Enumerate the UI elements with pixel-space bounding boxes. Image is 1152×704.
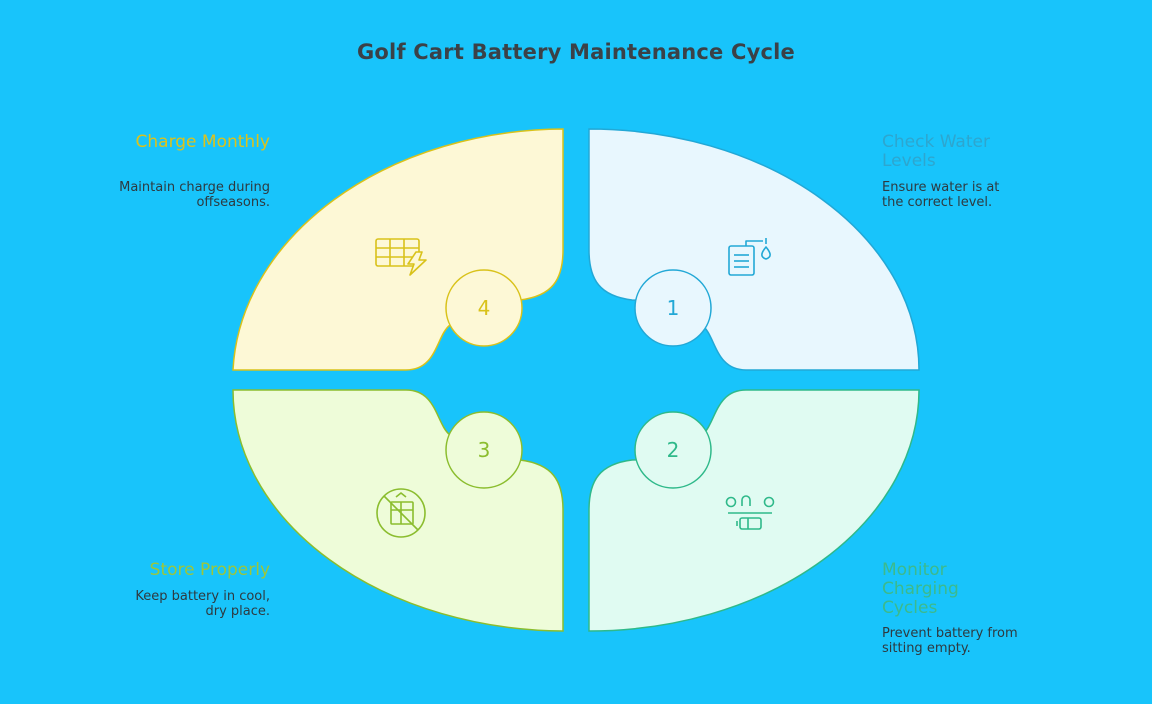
battery-water-icon <box>728 238 771 276</box>
step-4-badge: 4 <box>445 269 523 347</box>
no-storage-icon <box>376 488 426 538</box>
quadrant-2 <box>588 389 920 632</box>
charging-cycle-icon <box>725 495 775 530</box>
step-1-description: Ensure water is at the correct level. <box>882 180 1000 210</box>
step-4-description: Maintain charge during offseasons. <box>119 180 270 210</box>
step-3-number: 3 <box>478 438 491 462</box>
step-4-number: 4 <box>478 296 491 320</box>
diagram-title: Golf Cart Battery Maintenance Cycle <box>356 40 795 64</box>
step-4-label: Charge Monthly <box>135 132 270 152</box>
step-3-description: Keep battery in cool, dry place. <box>135 589 270 619</box>
step-2-description: Prevent battery from sitting empty. <box>882 626 1018 656</box>
step-2-badge: 2 <box>634 411 712 489</box>
step-1-badge: 1 <box>634 269 712 347</box>
quadrant-4 <box>232 128 564 371</box>
step-2-label: Monitor Charging Cycles <box>882 560 959 618</box>
battery-charge-icon <box>375 238 427 276</box>
step-3-label: Store Properly <box>149 560 270 580</box>
step-2-number: 2 <box>667 438 680 462</box>
step-1-number: 1 <box>667 296 680 320</box>
step-3-badge: 3 <box>445 411 523 489</box>
step-1-label: Check Water Levels <box>882 132 990 171</box>
